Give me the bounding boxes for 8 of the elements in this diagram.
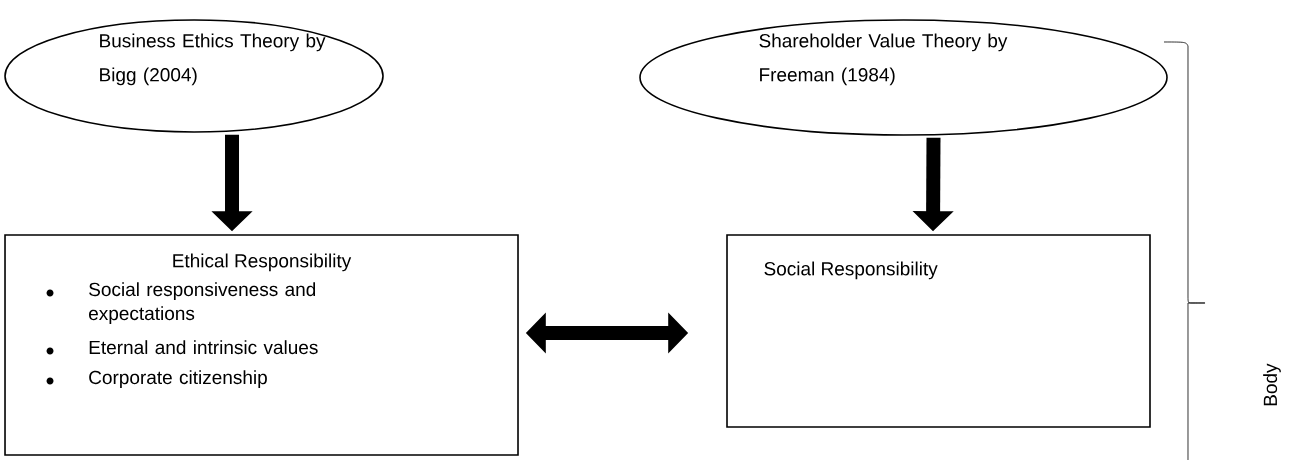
node-text: Business Ethics Theory by Bigg (2004) [100,33,326,86]
bullet-text: Corporate citizenship [89,370,267,388]
heading: Social Responsibility [764,261,938,280]
side-label: Body [1263,363,1281,406]
bullet-text: Social responsiveness and expectations [89,282,316,324]
bullet-text: Eternal and intrinsic values [89,340,318,355]
node-text: Shareholder Value Theory by Freeman (1984) [759,33,1008,86]
heading: Ethical Responsibility [173,253,352,272]
